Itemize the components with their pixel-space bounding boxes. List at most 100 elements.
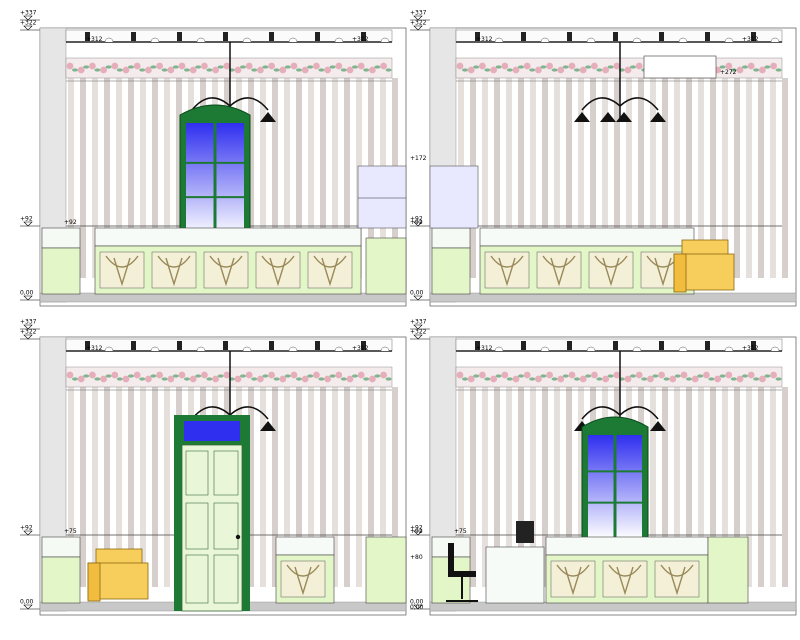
chandelier-shade bbox=[260, 112, 276, 122]
wall-stripe bbox=[140, 387, 146, 587]
frieze-leaf bbox=[363, 68, 370, 72]
frieze-leaf bbox=[607, 374, 614, 378]
frieze-flower bbox=[691, 375, 699, 383]
band-right-label: +312 bbox=[742, 36, 759, 43]
frieze-leaf bbox=[630, 65, 636, 69]
frieze-leaf bbox=[374, 65, 381, 69]
frieze-leaf bbox=[607, 65, 614, 69]
downlight-icon bbox=[196, 37, 206, 43]
wall-stripe bbox=[758, 387, 764, 587]
wall-stripe bbox=[782, 387, 788, 587]
frieze-flower bbox=[122, 66, 130, 74]
frieze-flower bbox=[100, 375, 107, 383]
wall-stripe bbox=[296, 78, 302, 278]
wall-stripe bbox=[104, 387, 110, 587]
chair-seat bbox=[448, 571, 476, 577]
frieze-leaf bbox=[352, 374, 358, 378]
frieze-flower bbox=[747, 371, 755, 379]
wall-stripe bbox=[542, 387, 548, 587]
frieze-leaf bbox=[764, 374, 771, 378]
wall-stripe bbox=[104, 78, 110, 278]
frieze-flower bbox=[156, 62, 164, 70]
frieze-leaf bbox=[94, 68, 101, 72]
frieze-flower bbox=[369, 375, 376, 383]
wall-stripe bbox=[722, 78, 728, 278]
ceiling-track: +312+312 bbox=[65, 29, 393, 43]
wall-stripe bbox=[164, 78, 170, 278]
frieze-flower bbox=[223, 371, 231, 379]
frieze-leaf bbox=[652, 374, 659, 378]
frieze-leaf bbox=[195, 374, 202, 378]
elevation-top-right: +337+322+920,00+312+312+92+272+920,00 bbox=[410, 10, 797, 307]
wall-stripe bbox=[722, 387, 728, 587]
wall-stripe bbox=[746, 387, 752, 587]
level-wainscot-label: +92 bbox=[410, 216, 423, 223]
frieze-flower bbox=[535, 66, 542, 74]
chandelier-shade bbox=[616, 112, 632, 122]
downlight-icon bbox=[150, 346, 160, 352]
frieze-flower bbox=[369, 66, 376, 74]
wall-stripe bbox=[80, 78, 86, 278]
frieze-leaf bbox=[206, 68, 213, 72]
elevation-bottom-left: +337+322+920,00+312+312+75+92+800,00 bbox=[20, 319, 424, 616]
wall-stripe bbox=[260, 387, 266, 587]
frieze-flower bbox=[456, 371, 464, 379]
downlight-icon bbox=[288, 346, 298, 352]
wall-stripe bbox=[578, 78, 584, 278]
frieze-leaf bbox=[83, 374, 90, 378]
downlight-icon bbox=[632, 346, 642, 352]
chandelier-shade bbox=[650, 112, 666, 122]
wall-stripe bbox=[140, 78, 146, 278]
wall-stripe bbox=[758, 78, 764, 278]
wall-stripe bbox=[554, 78, 560, 278]
spotlight-icon bbox=[659, 32, 664, 41]
frieze-flower bbox=[747, 62, 755, 70]
frieze-leaf bbox=[340, 68, 347, 72]
left-cabinet: +75 bbox=[41, 528, 81, 604]
frieze-leaf bbox=[273, 377, 280, 381]
wall-stripe bbox=[674, 78, 680, 278]
wall-stripe bbox=[320, 78, 326, 278]
window-icon bbox=[179, 104, 251, 246]
frieze-leaf bbox=[484, 68, 491, 72]
level-second-label: +322 bbox=[20, 20, 37, 27]
frieze-flower bbox=[245, 62, 253, 70]
frieze-flower bbox=[346, 375, 354, 383]
frieze-flower bbox=[523, 371, 531, 379]
frieze-leaf bbox=[251, 68, 258, 72]
frieze-flower bbox=[290, 371, 298, 379]
frieze-leaf bbox=[551, 68, 558, 72]
frieze-flower bbox=[268, 371, 275, 379]
frieze-flower bbox=[245, 371, 253, 379]
frieze-leaf bbox=[161, 68, 168, 72]
frieze-flower bbox=[77, 66, 85, 74]
frieze-flower bbox=[335, 371, 343, 379]
frieze-flower bbox=[557, 66, 565, 74]
desk-body bbox=[485, 546, 545, 604]
cabinet-panel-ornament bbox=[660, 564, 694, 596]
frieze-leaf bbox=[72, 377, 78, 381]
band-right-label: +312 bbox=[742, 345, 759, 352]
cabinet-panel-ornament bbox=[209, 255, 243, 287]
right-level-low: +92 bbox=[410, 528, 423, 535]
frieze-flower bbox=[313, 371, 320, 379]
spotlight-icon bbox=[751, 32, 756, 41]
ceiling-band bbox=[65, 338, 393, 352]
frieze-leaf bbox=[318, 377, 325, 381]
frieze-leaf bbox=[352, 65, 358, 69]
level-second-label: +322 bbox=[410, 20, 427, 27]
frieze-leaf bbox=[596, 68, 603, 72]
frieze-flower bbox=[725, 62, 733, 70]
frieze-flower bbox=[324, 375, 331, 383]
frieze-flower bbox=[680, 371, 688, 379]
level-top-label: +337 bbox=[410, 10, 427, 17]
frieze-flower bbox=[335, 62, 343, 70]
armchair-arm bbox=[87, 562, 101, 602]
floor-strip bbox=[429, 601, 797, 612]
frieze-leaf bbox=[641, 377, 648, 381]
frieze-leaf bbox=[150, 65, 157, 69]
level-second-triangle bbox=[23, 334, 33, 340]
spotlight-icon bbox=[361, 341, 366, 350]
level-wainscot-label: +92 bbox=[20, 216, 33, 223]
frieze-leaf bbox=[473, 65, 480, 69]
